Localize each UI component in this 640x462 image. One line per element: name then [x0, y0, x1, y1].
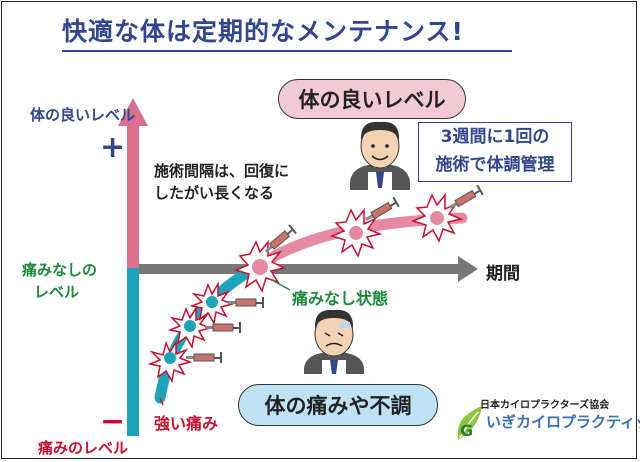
title-underline [62, 50, 512, 52]
x-axis-bar [139, 264, 459, 274]
y-axis-bottom-label: 痛みのレベル [38, 439, 129, 457]
leaf-logo-icon: G [457, 406, 482, 440]
good-level-pill: 体の良いレベル [278, 79, 466, 119]
x-axis-arrowhead [458, 256, 478, 282]
association-name: 日本カイロプラクターズ協会 [480, 400, 610, 411]
y-axis-good-segment [127, 122, 139, 268]
plus-sign: + [100, 130, 126, 165]
interval-note-line1: 施術間隔は、回復に [154, 162, 290, 180]
interval-note-line2: したがい長くなる [154, 184, 275, 202]
sad-man-icon [304, 309, 364, 374]
syringe-icon-6 [449, 184, 484, 209]
strong-pain-pointer [159, 397, 164, 406]
pain-free-state-label: 痛みなし状態 [292, 289, 389, 308]
svg-text:G: G [460, 421, 473, 440]
syringe-icon-5 [365, 196, 400, 221]
clinic-logo: G 日本カイロプラクターズ協会 いぎカイロプラクティック [452, 396, 640, 452]
y-axis-mid-label-2: レベル [34, 283, 80, 301]
treatment-burst-4 [233, 239, 287, 293]
syringe-icon-3 [228, 297, 264, 308]
happy-man-icon [350, 121, 410, 190]
clinic-name: いぎカイロプラクティック [486, 413, 640, 431]
minus-sign: − [100, 404, 126, 439]
treatment-plan-line2: 施術で体調管理 [435, 155, 555, 175]
treatment-plan-line1: 3週間に1回の [440, 127, 550, 147]
treatment-plan-box: 3週間に1回の 施術で体調管理 [418, 122, 572, 182]
y-axis-pain-segment [127, 268, 139, 436]
pain-free-pointer [271, 279, 291, 291]
strong-pain-label: 強い痛み [154, 414, 219, 433]
treatment-burst-3 [189, 281, 235, 326]
pain-level-pill: 体の痛みや不調 [238, 384, 438, 426]
syringe-icon-1 [186, 352, 222, 363]
y-axis-top-label: 体の良いレベル [30, 106, 136, 124]
treatment-burst-2 [167, 305, 213, 350]
x-axis-label: 期間 [486, 264, 520, 284]
syringe-icon-2 [205, 322, 241, 333]
syringe-icon-4 [264, 224, 297, 253]
pain-level-pill-text: 体の痛みや不調 [264, 394, 412, 418]
treatment-burst-5 [329, 207, 383, 258]
good-level-pill-text: 体の良いレベル [298, 88, 446, 112]
y-axis-arrowhead [118, 98, 148, 126]
treatment-burst-1 [147, 339, 193, 384]
y-axis-mid-label-1: 痛みなしの [22, 261, 98, 279]
treatment-burst-6 [410, 192, 464, 243]
page-title: 快適な体は定期的なメンテナンス! [62, 17, 464, 46]
